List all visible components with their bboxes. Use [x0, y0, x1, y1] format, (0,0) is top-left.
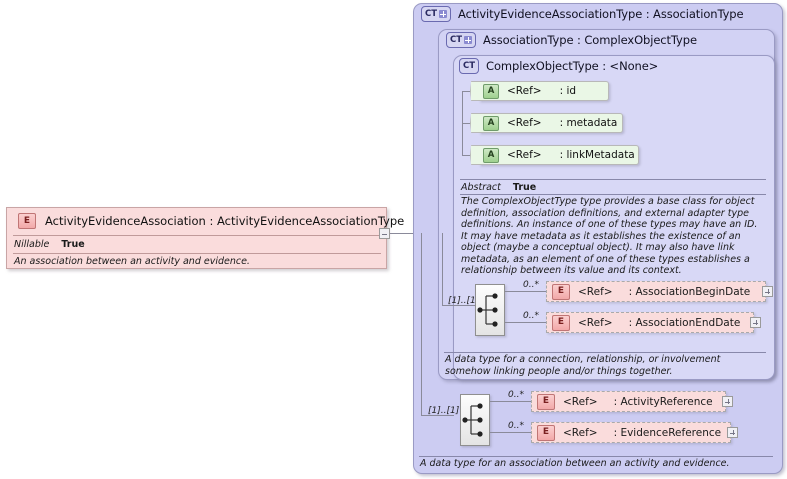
nillable-label: Nillable: [14, 239, 50, 250]
tree-line: [462, 155, 471, 156]
sequence-compositor[interactable]: [475, 284, 505, 336]
tree-line: [462, 91, 471, 92]
tree-line: [490, 432, 531, 433]
nillable-value: True: [61, 239, 85, 250]
nillable-property: Nillable True: [14, 239, 85, 250]
cardinality-label: 0..*: [508, 421, 524, 431]
element-ref: <Ref>: [563, 395, 598, 408]
attribute-row[interactable]: A <Ref> : metadata: [470, 113, 623, 133]
attribute-icon: A: [483, 147, 499, 163]
attribute-name: : linkMetadata: [559, 149, 635, 161]
ct-label: CT: [463, 60, 476, 71]
complextype-icon[interactable]: CT: [421, 6, 452, 22]
panel1-title: ActivityEvidenceAssociationType : Associ…: [458, 7, 744, 21]
tree-line: [442, 305, 475, 306]
ct-label: CT: [425, 8, 438, 19]
left-element-title: ActivityEvidenceAssociation : ActivityEv…: [45, 214, 405, 228]
divider: [419, 456, 773, 457]
divider: [13, 235, 381, 236]
panel2-header: CT AssociationType : ComplexObjectType: [446, 32, 697, 48]
abstract-label: Abstract: [461, 182, 501, 193]
panel3-header: CT ComplexObjectType : <None>: [459, 58, 658, 74]
expand-toggle[interactable]: [750, 317, 761, 328]
element-name: : AssociationEndDate: [628, 316, 741, 329]
sequence-icon: [477, 293, 498, 327]
element-icon: E: [552, 314, 570, 331]
element-ref: <Ref>: [578, 285, 613, 298]
attribute-notch: [470, 113, 480, 133]
occurrence-label: [1]..[1]: [428, 406, 460, 416]
cardinality-label: 0..*: [508, 390, 524, 400]
element-name: : AssociationBeginDate: [628, 285, 751, 298]
element-icon: E: [537, 424, 555, 441]
attribute-icon: A: [483, 115, 499, 131]
attribute-notch: [470, 145, 480, 165]
element-box-activityreference[interactable]: E <Ref> : ActivityReference: [531, 391, 726, 412]
connector-line: [390, 233, 414, 234]
element-icon: E: [18, 213, 36, 229]
element-name: : ActivityReference: [613, 395, 713, 408]
cardinality-label: 0..*: [523, 280, 539, 290]
attribute-row[interactable]: A <Ref> : linkMetadata: [470, 145, 639, 165]
expand-icon[interactable]: [464, 36, 473, 44]
attribute-ref: <Ref>: [507, 149, 542, 161]
expand-icon[interactable]: [439, 10, 448, 18]
attribute-row[interactable]: A <Ref> : id: [470, 81, 609, 101]
panel3-title: ComplexObjectType : <None>: [486, 59, 659, 73]
attribute-notch: [470, 81, 480, 101]
panel1-header: CT ActivityEvidenceAssociationType : Ass…: [421, 6, 744, 22]
element-ref: <Ref>: [563, 426, 598, 439]
tree-line: [490, 401, 531, 402]
tree-line: [505, 291, 546, 292]
left-element-documentation: An association between an activity and e…: [14, 256, 250, 267]
attribute-ref: <Ref>: [507, 85, 542, 97]
cardinality-label: 0..*: [523, 311, 539, 321]
sequence-compositor[interactable]: [460, 394, 490, 446]
tree-line: [462, 123, 471, 124]
attribute-ref: <Ref>: [507, 117, 542, 129]
complexobjecttype-documentation: The ComplexObjectType type provides a ba…: [461, 196, 758, 276]
element-icon: E: [552, 283, 570, 300]
occurrence-label: [1]..[1]: [448, 296, 480, 306]
element-ref: <Ref>: [578, 316, 613, 329]
element-icon: E: [537, 393, 555, 410]
sequence-icon: [462, 403, 483, 437]
tree-line: [442, 233, 443, 305]
tree-line: [505, 322, 546, 323]
expand-toggle[interactable]: [722, 396, 733, 407]
divider: [460, 194, 766, 195]
divider: [13, 253, 381, 254]
abstract-value: True: [512, 182, 537, 193]
complextype-icon[interactable]: CT: [446, 32, 477, 48]
attribute-name: : id: [559, 85, 577, 97]
divider: [460, 179, 766, 180]
expand-toggle[interactable]: [727, 427, 738, 438]
left-element-header: E ActivityEvidenceAssociation : Activity…: [13, 213, 404, 229]
element-box-associationbegindate[interactable]: E <Ref> : AssociationBeginDate: [546, 281, 766, 302]
element-box-associationenddate[interactable]: E <Ref> : AssociationEndDate: [546, 312, 754, 333]
tree-line: [421, 415, 454, 416]
element-box-evidencereference[interactable]: E <Ref> : EvidenceReference: [531, 422, 731, 443]
complextype-icon[interactable]: CT: [459, 58, 480, 74]
ct-label: CT: [450, 34, 463, 45]
element-name: : EvidenceReference: [613, 426, 722, 439]
left-element-card[interactable]: E ActivityEvidenceAssociation : Activity…: [6, 207, 404, 269]
associationtype-documentation: A data type for a connection, relationsh…: [445, 354, 721, 377]
panel2-title: AssociationType : ComplexObjectType: [483, 33, 697, 47]
divider: [444, 352, 766, 353]
attribute-icon: A: [483, 83, 499, 99]
attribute-name: : metadata: [559, 117, 618, 129]
tree-line: [421, 233, 422, 415]
activityevidenceassociationtype-documentation: A data type for an association between a…: [420, 458, 730, 469]
expand-toggle[interactable]: [762, 286, 773, 297]
abstract-property: Abstract True: [461, 182, 536, 193]
collapse-toggle[interactable]: [379, 228, 390, 239]
